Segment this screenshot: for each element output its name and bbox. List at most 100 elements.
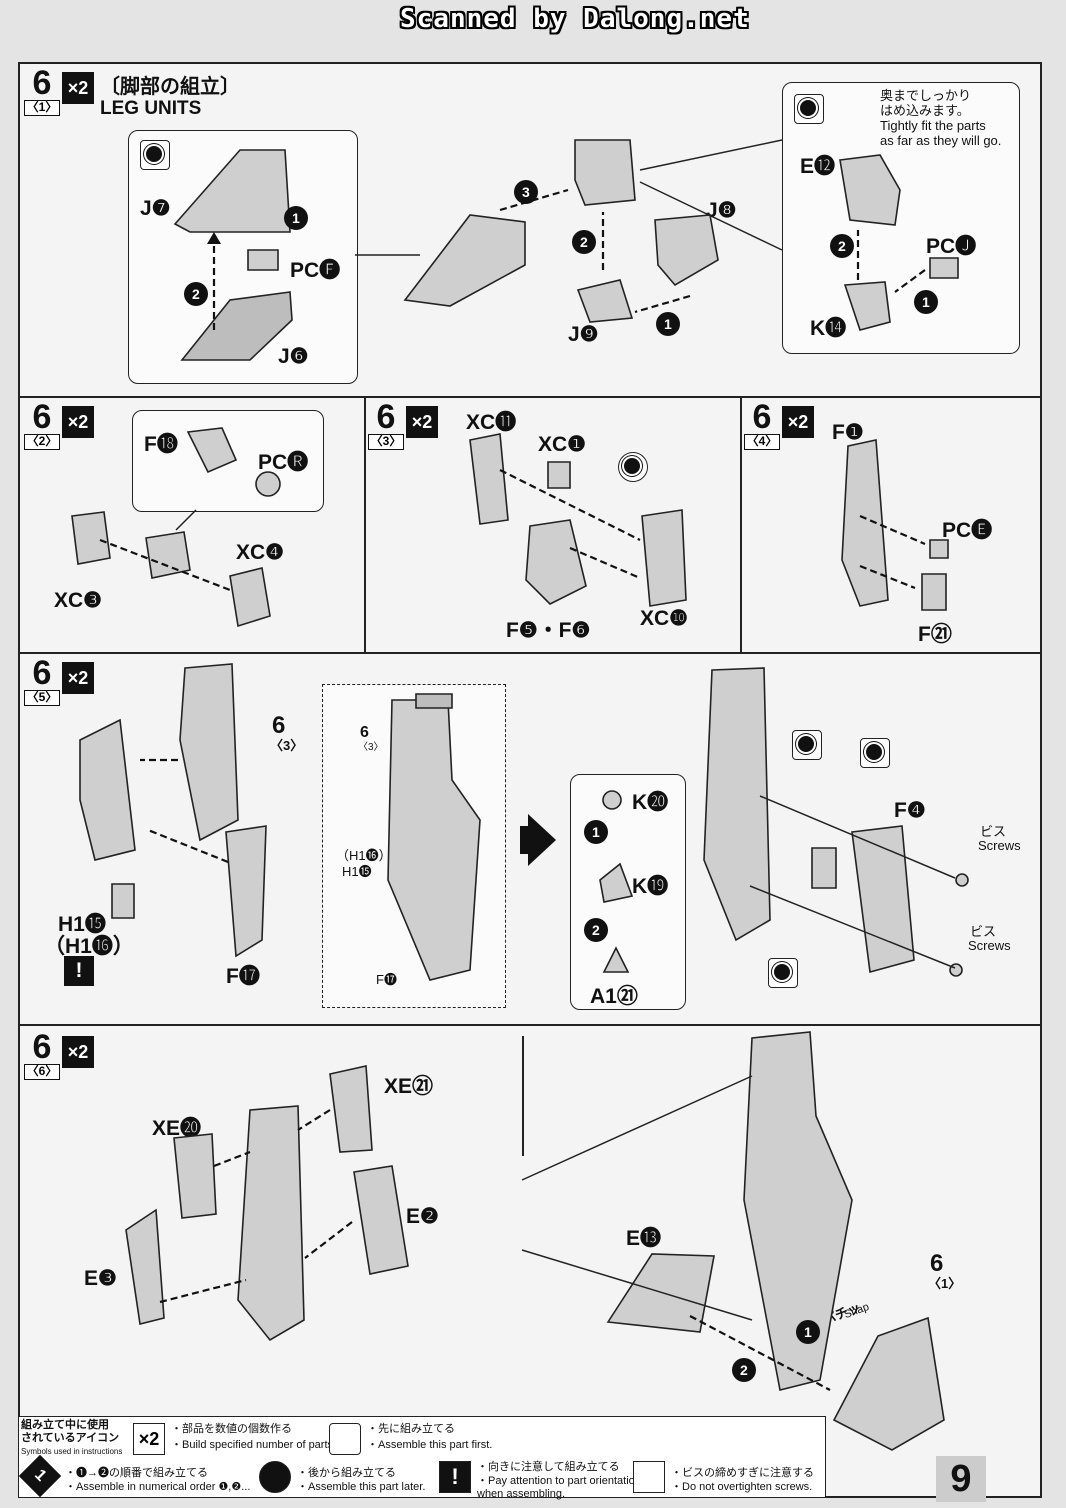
part-label: H1⓯ xyxy=(58,913,106,936)
legend-item-en: ・Assemble this part later. xyxy=(297,1481,426,1493)
step-number: 6 xyxy=(24,66,60,100)
multiply-icon: ×2 xyxy=(406,406,438,438)
screws-label-jp: ビス xyxy=(970,924,997,939)
step-sub: 〈2〉 xyxy=(24,434,60,450)
legend-item-en: ・Build specified number of parts. xyxy=(171,1439,337,1451)
inset-reference xyxy=(322,684,506,1008)
multiply-icon: ×2 xyxy=(782,406,814,438)
legend-item-jp: ・❶→❷の順番で組み立てる xyxy=(65,1467,208,1479)
part-label: XE⓴ xyxy=(152,1117,202,1140)
part-label: F㉑ xyxy=(918,623,952,646)
part-label: A1㉑ xyxy=(590,985,638,1008)
part-label: F❶ xyxy=(832,421,864,444)
part-label: H1⓯ xyxy=(342,864,372,879)
part-label: F⓱ xyxy=(376,972,397,987)
divider xyxy=(522,1036,524,1156)
part-label: XC❶ xyxy=(538,433,586,456)
step-ref-sub: 〈1〉 xyxy=(928,1276,962,1291)
legend-item-jp: ・向きに注意して組み立てる xyxy=(477,1461,620,1473)
page-number: 9 xyxy=(936,1456,986,1502)
legend-title-jp: 組み立て中に使用 されているアイコン xyxy=(21,1419,120,1444)
fit-note-en: Tightly fit the parts as far as they wil… xyxy=(880,118,1002,148)
first-assembly-icon xyxy=(860,738,890,768)
first-assembly-icon xyxy=(794,94,824,124)
screws-label-en: Screws xyxy=(978,838,1021,853)
part-label: K⓮ xyxy=(810,317,847,340)
legend-item-jp: ・後から組み立てる xyxy=(297,1467,396,1479)
step-ref-sub: 〈3〉 xyxy=(358,742,384,753)
legend-item-en: ・Do not overtighten screws. xyxy=(671,1481,813,1493)
legend-item-en: ・Assemble this part first. xyxy=(367,1439,493,1451)
part-label: F⓲ xyxy=(144,433,178,456)
divider xyxy=(364,398,366,652)
step-sub: 〈5〉 xyxy=(24,690,60,706)
step-badge: 6 〈6〉 ×2 xyxy=(24,1030,94,1082)
legend-item-en: ・Assemble in numerical order ❶,❷... xyxy=(65,1481,251,1493)
symbols-legend: 組み立て中に使用 されているアイコン Symbols used in instr… xyxy=(18,1416,826,1500)
part-label: XC❸ xyxy=(54,589,102,612)
part-label: PC🅔 xyxy=(942,519,993,542)
multiply-icon: ×2 xyxy=(133,1423,165,1455)
part-label: XC❹ xyxy=(236,541,284,564)
section-title-en: LEG UNITS xyxy=(100,98,202,119)
part-label: （H1⓰） xyxy=(336,848,392,863)
step-badge: 6 〈3〉 ×2 xyxy=(368,400,438,452)
multiply-icon: ×2 xyxy=(62,662,94,694)
step-number: 6 xyxy=(24,656,60,690)
section-6-5 xyxy=(20,654,1040,1026)
legend-title-en: Symbols used in instructions xyxy=(21,1447,123,1456)
screws-label-en: Screws xyxy=(968,938,1011,953)
step-number: 6 xyxy=(24,400,60,434)
part-label: PC🅙 xyxy=(926,235,977,258)
part-label: F❺・F❻ xyxy=(506,619,591,642)
part-label: E⓭ xyxy=(626,1227,662,1250)
part-label: XC⓫ xyxy=(466,411,517,434)
part-label: J❻ xyxy=(278,345,309,368)
legend-item-en: ・Pay attention to part orientation when … xyxy=(477,1475,641,1500)
numbered-order-icon: 1 xyxy=(18,1454,62,1498)
later-assembly-icon xyxy=(618,452,648,482)
callout-k20-assembly xyxy=(570,774,686,1010)
screw-warning-icon xyxy=(633,1461,665,1493)
legend-item-jp: ・ビスの締めすぎに注意する xyxy=(671,1467,814,1479)
part-label: （H1⓰） xyxy=(44,935,134,958)
part-label: J❽ xyxy=(706,199,737,222)
multiply-icon: ×2 xyxy=(62,72,94,104)
later-assembly-icon xyxy=(259,1461,291,1493)
screw-warning-icon xyxy=(768,958,798,988)
attention-icon: ! xyxy=(64,956,94,986)
step-sub: 〈3〉 xyxy=(368,434,404,450)
multiply-icon: ×2 xyxy=(62,1036,94,1068)
step-badge: 6 〈5〉 ×2 xyxy=(24,656,94,708)
part-label: PC🅡 xyxy=(258,451,309,474)
section-title-jp: 〔脚部の組立〕 xyxy=(100,76,240,98)
part-label: F⓱ xyxy=(226,965,260,988)
step-ref-sub: 〈3〉 xyxy=(270,738,304,753)
legend-item-jp: ・先に組み立てる xyxy=(367,1423,455,1435)
first-assembly-icon xyxy=(140,140,170,170)
part-label: XC❿ xyxy=(640,607,688,630)
part-label: E⓬ xyxy=(800,155,836,178)
step-badge: 6 〈1〉 ×2 xyxy=(24,66,94,118)
first-assembly-icon xyxy=(329,1423,361,1455)
step-badge: 6 〈2〉 ×2 xyxy=(24,400,94,452)
divider xyxy=(740,398,742,652)
callout-e12-assembly xyxy=(782,82,1020,354)
scan-watermark: Scanned by Dalong.net xyxy=(400,4,750,34)
part-label: PC🅕 xyxy=(290,259,341,282)
fit-note-jp: 奥までしっかり はめ込みます。 xyxy=(880,88,972,118)
screws-label-jp: ビス xyxy=(980,824,1007,839)
legend-item-jp: ・部品を数値の個数作る xyxy=(171,1423,292,1435)
multiply-icon: ×2 xyxy=(62,406,94,438)
step-number: 6 xyxy=(24,1030,60,1064)
section-6-1: 6 〈1〉 ×2 xyxy=(20,64,1040,398)
step-number: 6 xyxy=(368,400,404,434)
part-label: J❼ xyxy=(140,197,171,220)
part-label: F❹ xyxy=(894,799,926,822)
section-row-2 xyxy=(20,398,1040,654)
part-label: E❷ xyxy=(406,1205,439,1228)
step-ref: 6 xyxy=(930,1250,944,1277)
part-label: J❾ xyxy=(568,323,599,346)
step-sub: 〈6〉 xyxy=(24,1064,60,1080)
